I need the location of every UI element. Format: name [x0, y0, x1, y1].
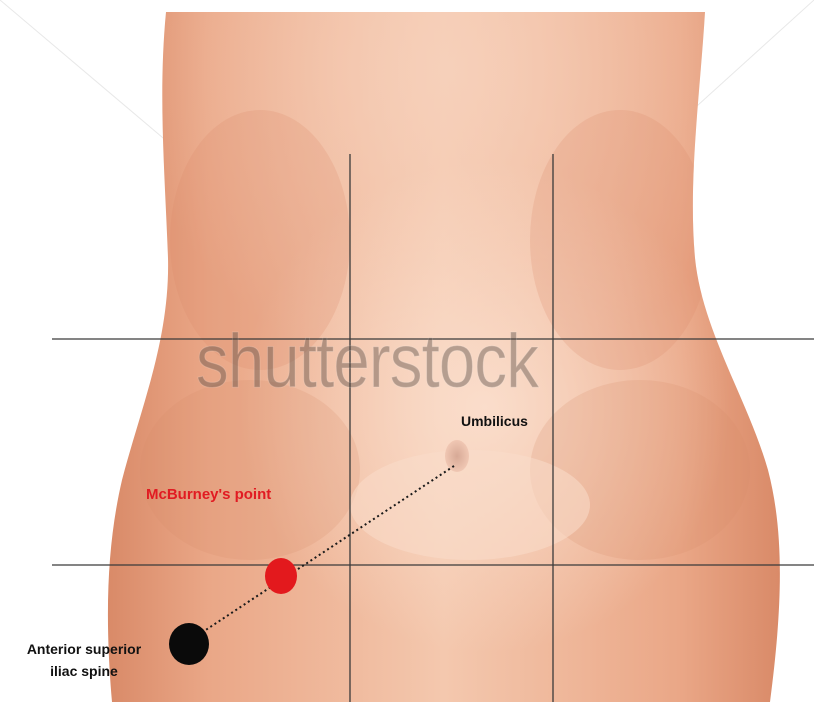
- asis-label-line2: iliac spine: [11, 660, 157, 682]
- mcburney-point-marker: [265, 558, 297, 594]
- asis-point-marker: [169, 623, 209, 665]
- asis-label-line1: Anterior superior: [11, 638, 157, 660]
- asis-label: Anterior superior iliac spine: [11, 638, 157, 682]
- mcburney-label: McBurney's point: [146, 486, 271, 503]
- umbilicus-label: Umbilicus: [461, 413, 528, 429]
- watermark-text: shutterstock: [196, 318, 538, 405]
- umbilicus-marker: [445, 440, 469, 472]
